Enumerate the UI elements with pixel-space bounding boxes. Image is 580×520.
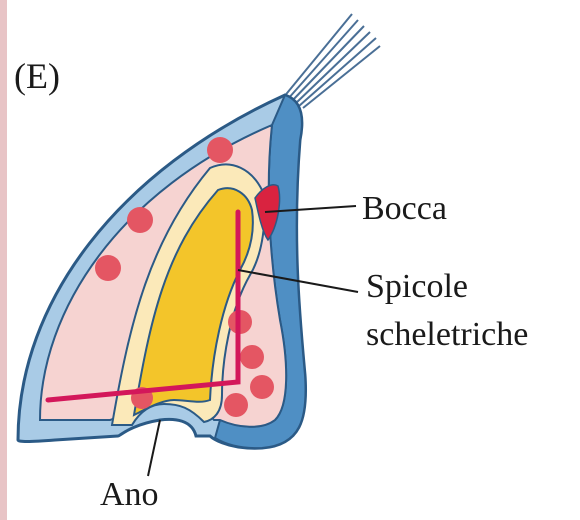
label-spicules-line-2: scheletriche (366, 318, 528, 352)
label-mouth: Bocca (362, 192, 447, 226)
mesenchyme-cell (207, 137, 233, 163)
mesenchyme-cell (127, 207, 153, 233)
mesenchyme-cell (224, 393, 248, 417)
leader-line-anus (148, 420, 160, 476)
mesenchyme-cell (250, 375, 274, 399)
label-spicules-line-1: Spicole (366, 270, 468, 304)
apical-cilia-tuft (283, 14, 380, 108)
panel-label: (E) (14, 58, 60, 94)
label-anus: Ano (100, 478, 159, 512)
mesenchyme-cell (95, 255, 121, 281)
mesenchyme-cell (240, 345, 264, 369)
